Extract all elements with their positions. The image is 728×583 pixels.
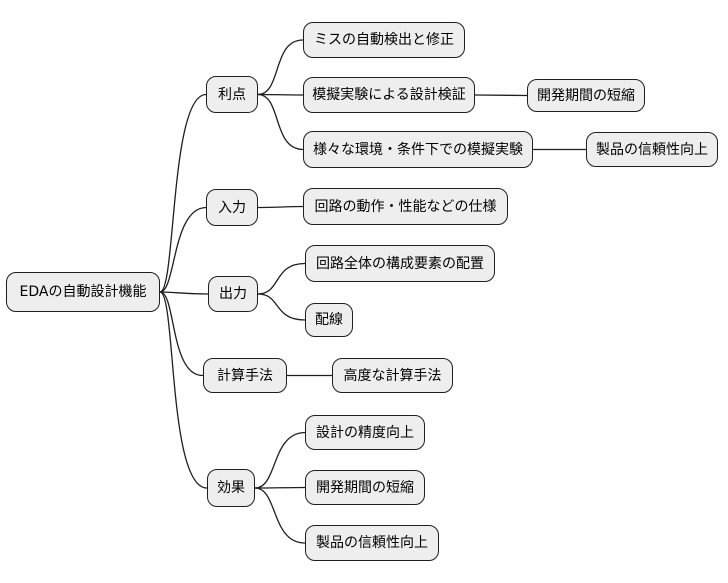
node-output: 出力 [208, 276, 258, 312]
edge-root-input [159, 206, 207, 293]
node-design-accuracy: 設計の精度向上 [305, 415, 425, 450]
edge-simulation-dev-period [474, 94, 528, 97]
edge-output-wiring [257, 293, 306, 321]
edge-effects-reliability [254, 487, 306, 544]
edge-advantages-error-detection [257, 39, 304, 96]
node-product-reliability-2: 製品の信頼性向上 [305, 525, 439, 561]
node-product-reliability-1: 製品の信頼性向上 [586, 132, 718, 167]
node-various-env-simulation: 様々な環境・条件下での模擬実験 [303, 131, 533, 168]
node-advanced-calc: 高度な計算手法 [332, 358, 453, 393]
edge-root-calc-method [159, 291, 204, 377]
node-advantages: 利点 [206, 76, 258, 113]
edge-advantages-simulation [257, 93, 304, 96]
node-simulation-verification: 模擬実験による設計検証 [303, 77, 475, 113]
node-calc-method: 計算手法 [203, 358, 287, 393]
edge-root-effects [159, 291, 208, 489]
node-root: EDAの自動設計機能 [6, 272, 160, 312]
node-wiring: 配線 [305, 303, 353, 337]
edge-effects-design-accuracy [254, 431, 306, 489]
edge-output-placement [257, 262, 306, 295]
node-input: 入力 [206, 189, 258, 226]
node-auto-error-detection: ミスの自動検出と修正 [303, 22, 465, 58]
edge-effects-dev-period [254, 486, 306, 489]
node-dev-period-shortening-1: 開発期間の短縮 [527, 79, 645, 112]
edge-root-output [159, 291, 209, 295]
edge-advantages-various-env [257, 93, 304, 151]
node-dev-period-shortening-2: 開発期間の短縮 [305, 470, 425, 505]
node-effects: 効果 [207, 469, 255, 507]
edge-input-circuit-spec [257, 205, 304, 209]
node-circuit-spec: 回路の動作・性能などの仕様 [303, 188, 508, 225]
edge-root-advantages [159, 93, 207, 293]
node-component-placement: 回路全体の構成要素の配置 [305, 245, 495, 282]
